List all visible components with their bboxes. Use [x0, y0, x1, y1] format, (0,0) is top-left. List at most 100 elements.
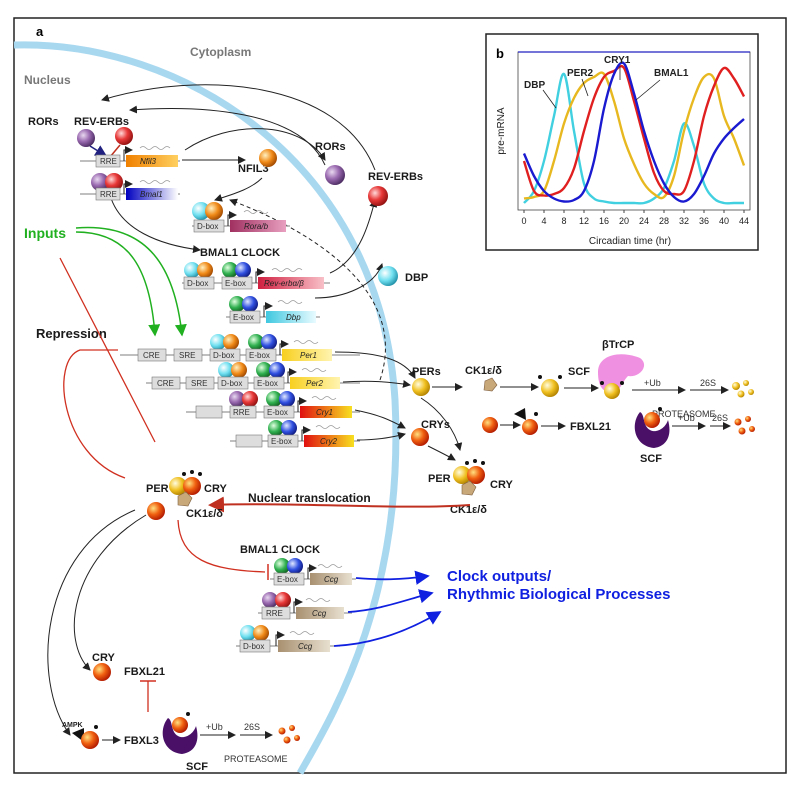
tss-bmal1 — [123, 180, 133, 194]
clock-on-dbp — [229, 296, 245, 312]
output-arrow-3 — [333, 611, 442, 647]
reverb-protein-right — [368, 186, 388, 206]
dbp-on-rora — [192, 202, 210, 220]
arrow-per1-to-pers — [334, 351, 416, 379]
tss-ccg-1 — [307, 564, 317, 579]
p26s-label-3: 26S — [244, 722, 260, 732]
cytoplasm-label: Cytoplasm — [190, 45, 251, 59]
nfil3-gene — [126, 155, 178, 167]
arrow-reverbs-feedback — [101, 84, 376, 171]
dbox-per1 — [209, 348, 241, 362]
ror-protein-top — [77, 129, 95, 147]
ub-label-1: +Ub — [644, 378, 661, 388]
phosphate-dot-13 — [94, 725, 98, 729]
x-tick-label: 32 — [679, 216, 689, 226]
phosphate-dot-2 — [558, 375, 562, 379]
cry-right-degradation — [482, 417, 498, 433]
fragment-1d — [748, 389, 754, 395]
bmal1-on-cry2 — [281, 420, 297, 436]
tss-ccg-3 — [275, 631, 285, 646]
x-tick-label: 12 — [579, 216, 589, 226]
reverb-protein-bmal — [105, 173, 123, 191]
dbp-protein — [378, 266, 398, 286]
inputs-label: Inputs — [24, 225, 66, 241]
ccg-gene-label-3: Ccg — [298, 642, 313, 651]
arrow-rors-feedback — [129, 105, 326, 166]
reverbs-right-label: REV-ERBs — [368, 171, 423, 183]
blank-box-cry2 — [235, 434, 263, 448]
repression-label: Repression — [36, 326, 107, 341]
arrow-dbp-dashed — [229, 198, 386, 381]
rora-gene-label: Rora/b — [244, 222, 269, 231]
bmal1-gene — [126, 188, 178, 200]
rre-text-bmal1: RRE — [100, 190, 117, 199]
dbp-on-per2 — [218, 362, 234, 378]
x-tick-label: 28 — [659, 216, 669, 226]
x-tick-label: 16 — [599, 216, 609, 226]
cry2-gene-label: Cry2 — [320, 437, 337, 446]
arrow-pers-to-complex — [420, 397, 463, 451]
tss-cry2 — [301, 426, 311, 441]
x-tick-label: 8 — [561, 216, 566, 226]
tss-rora — [227, 211, 237, 226]
dbox-rora — [193, 219, 225, 233]
per1-gene-label: Per1 — [300, 351, 317, 360]
per-on-betatrcp — [604, 383, 620, 399]
phosphate-dot-14 — [186, 712, 190, 716]
dbp-on-per1 — [210, 334, 226, 350]
phosphate-dot-10 — [182, 472, 186, 476]
rre-text-cry1: RRE — [233, 408, 250, 417]
mrna-cry2 — [315, 425, 341, 429]
mrna-per1 — [293, 340, 319, 344]
phospho-per — [541, 379, 559, 397]
arrow-bmal1-to-complex — [109, 194, 201, 254]
ebox-text-cry2: E-box — [271, 437, 292, 446]
ebox-text-reverb: E-box — [225, 279, 246, 288]
inputs-arrow-1 — [75, 231, 161, 337]
arrow-nfil3-dbox — [214, 177, 263, 202]
cre-text-per2: CRE — [157, 379, 174, 388]
bmal1-on-reverb — [235, 262, 251, 278]
fbxl3-label: FBXL3 — [124, 735, 159, 747]
tss-per2 — [287, 368, 297, 383]
inputs-arrow-2 — [75, 226, 187, 337]
x-tick-label: 4 — [541, 216, 546, 226]
fragment-3b — [289, 725, 295, 731]
x-tick-label: 0 — [521, 216, 526, 226]
x-axis-label: Circadian time (hr) — [589, 236, 671, 247]
cry-lower-protein — [93, 663, 111, 681]
bmal1-on-per2 — [269, 362, 285, 378]
ebox-per2 — [253, 376, 285, 390]
ampk-wedge-right — [514, 408, 526, 420]
rre-text-nfil3: RRE — [100, 157, 117, 166]
per-right-label: PER — [428, 473, 451, 485]
p26s-label-2: 26S — [712, 413, 728, 423]
clock-outputs-line-1: Clock outputs/ — [447, 568, 552, 585]
cry-lower-label: CRY — [92, 652, 115, 664]
scf-fbxl3-shape — [162, 718, 198, 754]
ebox-text-per2: E-box — [257, 379, 278, 388]
ck1-kinase-shape-a — [483, 377, 498, 392]
crys-protein — [411, 428, 429, 446]
nuclear-translocation-label: Nuclear translocation — [248, 491, 371, 505]
tss-reverb — [255, 268, 265, 283]
x-tick-label: 36 — [699, 216, 709, 226]
blank-box-cry1 — [195, 405, 223, 419]
crys-label: CRYs — [421, 419, 450, 431]
mrna-reverb — [271, 268, 303, 272]
arrow-complex-to-cry — [73, 514, 147, 671]
arrow-cry1-to-crys — [354, 409, 406, 429]
fragment-2a — [734, 418, 742, 426]
mrna-nfil3 — [139, 146, 171, 150]
clock-on-per1 — [248, 334, 264, 350]
x-tick-label: 44 — [739, 216, 749, 226]
ebox-cry1 — [263, 405, 295, 419]
cry-left-label: CRY — [204, 483, 227, 495]
tss-cry1 — [297, 397, 307, 412]
reverb-on-ccg — [275, 592, 291, 608]
ebox-text-cry1: E-box — [267, 408, 288, 417]
series-line-cry1 — [522, 64, 746, 197]
series-line-per2 — [523, 71, 746, 200]
series-line-bmal1 — [522, 61, 745, 203]
